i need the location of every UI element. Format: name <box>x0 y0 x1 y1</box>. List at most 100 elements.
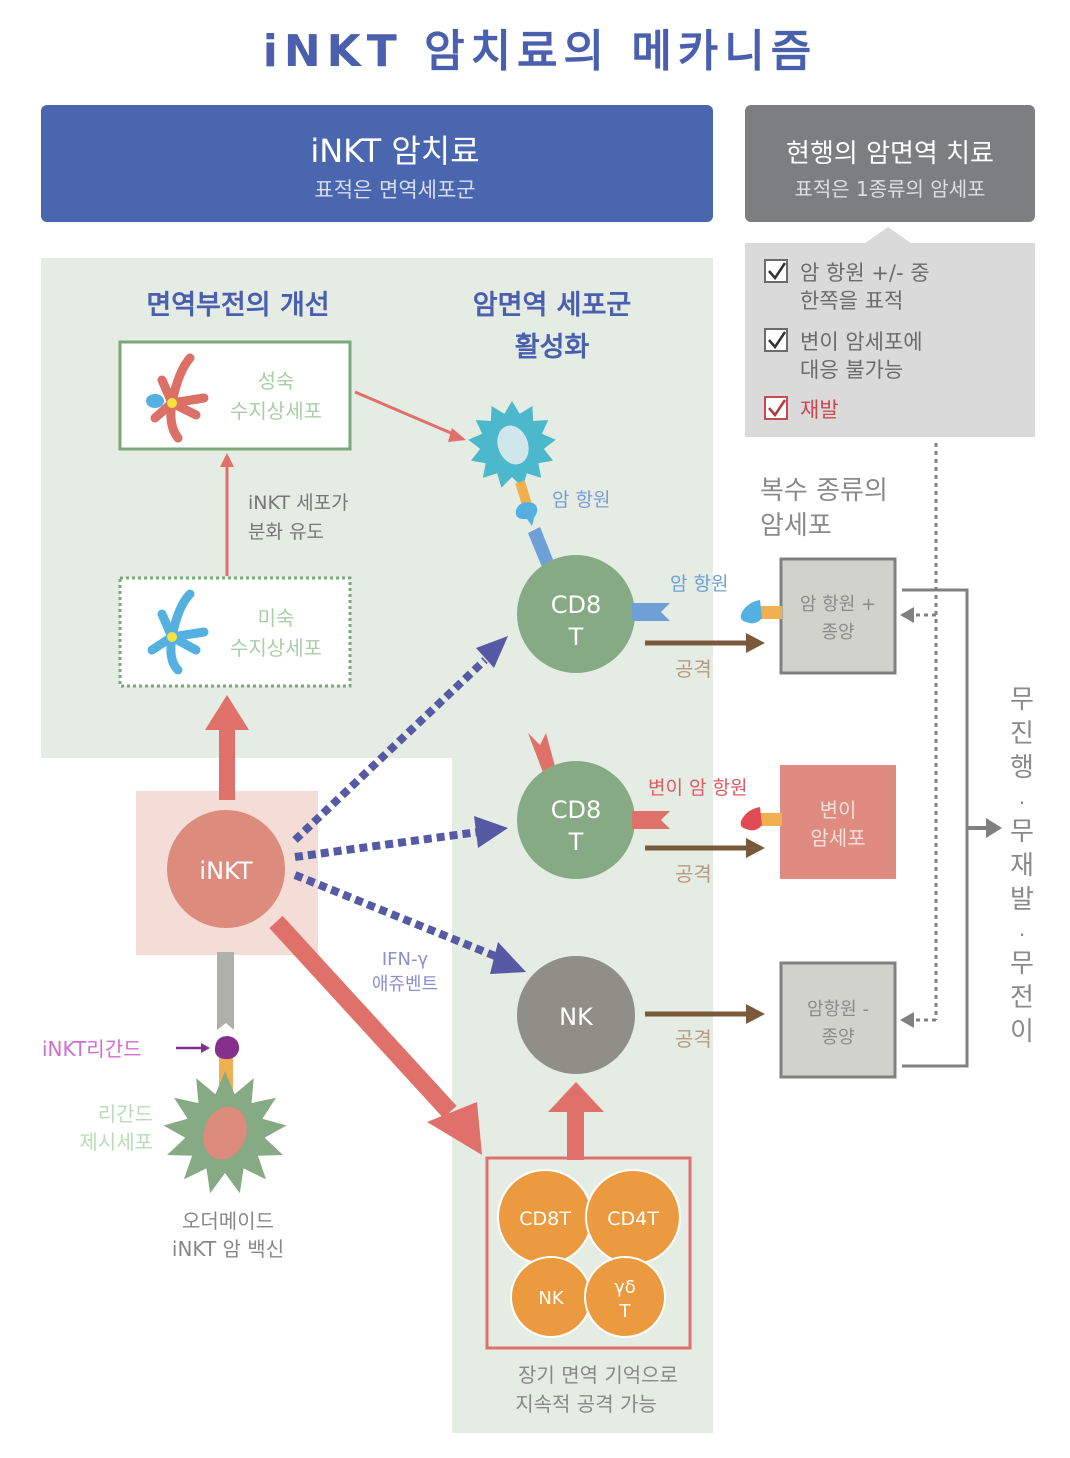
multi-cancer-label: 복수 종류의 <box>760 476 888 506</box>
main-title: iNKT 암치료의 메카니즘 <box>263 26 818 77</box>
mature-dc-label: 성숙 <box>258 369 295 393</box>
outcome-char: 행 <box>1010 753 1034 783</box>
memory-cell-label: T <box>619 1301 632 1322</box>
outcome-arrow <box>986 818 1002 838</box>
tumor-box-label: 암항원 - <box>807 999 869 1020</box>
differentiation-label: 분화 유도 <box>248 521 324 543</box>
memory-cell <box>584 1256 666 1338</box>
current-therapy-subtitle: 표적은 1종류의 암세포 <box>794 177 985 201</box>
cd1d-stalk <box>217 952 234 1030</box>
checklist-text: 변이 암세포에 <box>800 330 923 354</box>
tumor-box-label: 종양 <box>821 622 854 643</box>
inkt-therapy-subtitle: 표적은 면역세포군 <box>314 178 475 202</box>
memory-cells-box <box>485 1156 692 1350</box>
attack-arrow <box>746 1004 765 1024</box>
outcome-char: 무 <box>1010 817 1034 847</box>
relapse-arrow-head <box>900 607 914 623</box>
outcome-char: 이 <box>1010 1017 1034 1047</box>
current-therapy-title: 현행의 암면역 치료 <box>786 139 994 169</box>
ifn-dotted-arrow <box>294 828 479 861</box>
tcr-receptor-icon <box>528 733 556 775</box>
memory-arrow <box>427 1102 482 1155</box>
outcome-char: 무 <box>1010 685 1034 715</box>
tumor-box-antigen-negative <box>779 961 897 1079</box>
checklist-item: 재발 <box>764 396 839 422</box>
relapse-arrow-head <box>900 1012 914 1028</box>
memory-arrow <box>269 915 457 1119</box>
checklist-text: 재발 <box>800 398 839 422</box>
attack-label: 공격 <box>675 1027 712 1051</box>
antigen-stalk <box>758 606 782 619</box>
ifn-dotted-arrow <box>474 816 508 848</box>
ifn-label: IFN-γ <box>382 949 429 970</box>
section-title-immune-improvement: 면역부전의 개선 <box>146 290 329 321</box>
checklist-item: 암 항원 +/- 중 한쪽을 표적 <box>764 259 930 313</box>
presenting-cell-icon <box>203 1106 247 1160</box>
mature-dc-label: 수지상세포 <box>230 399 322 423</box>
multi-cancer-label: 암세포 <box>760 511 832 541</box>
outcome-char: 재 <box>1010 851 1034 881</box>
cd8-t-label: T <box>568 623 584 651</box>
checklist-panel <box>745 227 1035 437</box>
ifn-dotted-arrow <box>490 942 526 974</box>
memory-cell-label: γδ <box>614 1277 636 1298</box>
immature-dc-label: 미숙 <box>258 606 295 630</box>
inkt-therapy-header <box>41 105 713 222</box>
presenting-cell-label: 리간드 <box>98 1102 153 1126</box>
outcome-char: · <box>1019 791 1025 815</box>
ligand-icon <box>214 1036 240 1060</box>
mutant-antigen-label: 변이 암 항원 <box>648 777 747 799</box>
ligand-label: iNKT리간드 <box>42 1037 142 1061</box>
tcr-receptor-icon <box>632 811 670 829</box>
antigen-icon <box>740 807 762 831</box>
outcome-char: 발 <box>1010 885 1034 915</box>
cd8-t-cell <box>517 555 635 673</box>
immature-dc-icon <box>167 632 177 642</box>
antigen-icon <box>515 502 538 526</box>
outcome-char: 진 <box>1010 719 1034 749</box>
inkt-up-arrow <box>205 695 249 730</box>
cd8-t-label: T <box>568 828 584 856</box>
checkbox-icon <box>764 259 788 283</box>
vaccine-label: 오더메이드 <box>182 1209 274 1233</box>
tumor-box-label: 암세포 <box>810 826 865 850</box>
immature-dc-box <box>118 576 352 688</box>
inkt-up-arrow <box>219 720 235 800</box>
memory-label: 장기 면역 기억으로 <box>518 1363 678 1387</box>
antigen-icon <box>740 600 762 624</box>
nk-label: NK <box>559 1003 594 1031</box>
cd8-t-label: CD8 <box>551 591 602 619</box>
relapse-dotted-line <box>912 443 938 1022</box>
checklist-text: 한쪽을 표적 <box>800 289 903 313</box>
tumor-box-antigen-positive <box>779 557 897 675</box>
immature-dc-label: 수지상세포 <box>230 636 322 660</box>
memory-up-arrow <box>548 1082 604 1112</box>
attack-arrow <box>746 838 765 858</box>
tumor-box-label: 종양 <box>821 1027 854 1048</box>
checklist-text: 대응 불가능 <box>800 358 903 382</box>
attack-label: 공격 <box>675 862 712 886</box>
checkbox-icon <box>764 328 788 352</box>
tumor-box-label: 암 항원 + <box>800 594 876 615</box>
checklist-item: 변이 암세포에 대응 불가능 <box>764 328 923 382</box>
inkt-cell <box>167 810 285 928</box>
activation-arrow <box>448 428 466 442</box>
memory-label: 지속적 공격 가능 <box>515 1392 657 1416</box>
tumor-box-label: 변이 <box>820 798 857 822</box>
section-title-activation: 활성화 <box>515 332 590 363</box>
outcome-char: · <box>1019 923 1025 947</box>
outcome-label: 무진행·무재발·무전이 <box>1010 685 1034 1047</box>
tcr-receptor-icon <box>528 527 556 572</box>
differentiation-label: iNKT 세포가 <box>248 492 349 514</box>
current-therapy-header <box>745 105 1035 222</box>
cd8-t-label: CD8 <box>551 796 602 824</box>
mature-dc-icon <box>167 398 177 408</box>
tumor-box-mutant <box>780 765 896 879</box>
activation-arrow <box>354 390 459 438</box>
ligand-arrow <box>201 1043 210 1053</box>
nk-cell <box>517 956 635 1074</box>
memory-cell-label: CD4T <box>607 1208 659 1230</box>
outcome-char: 무 <box>1010 949 1034 979</box>
ifn-dotted-arrow <box>292 657 488 843</box>
